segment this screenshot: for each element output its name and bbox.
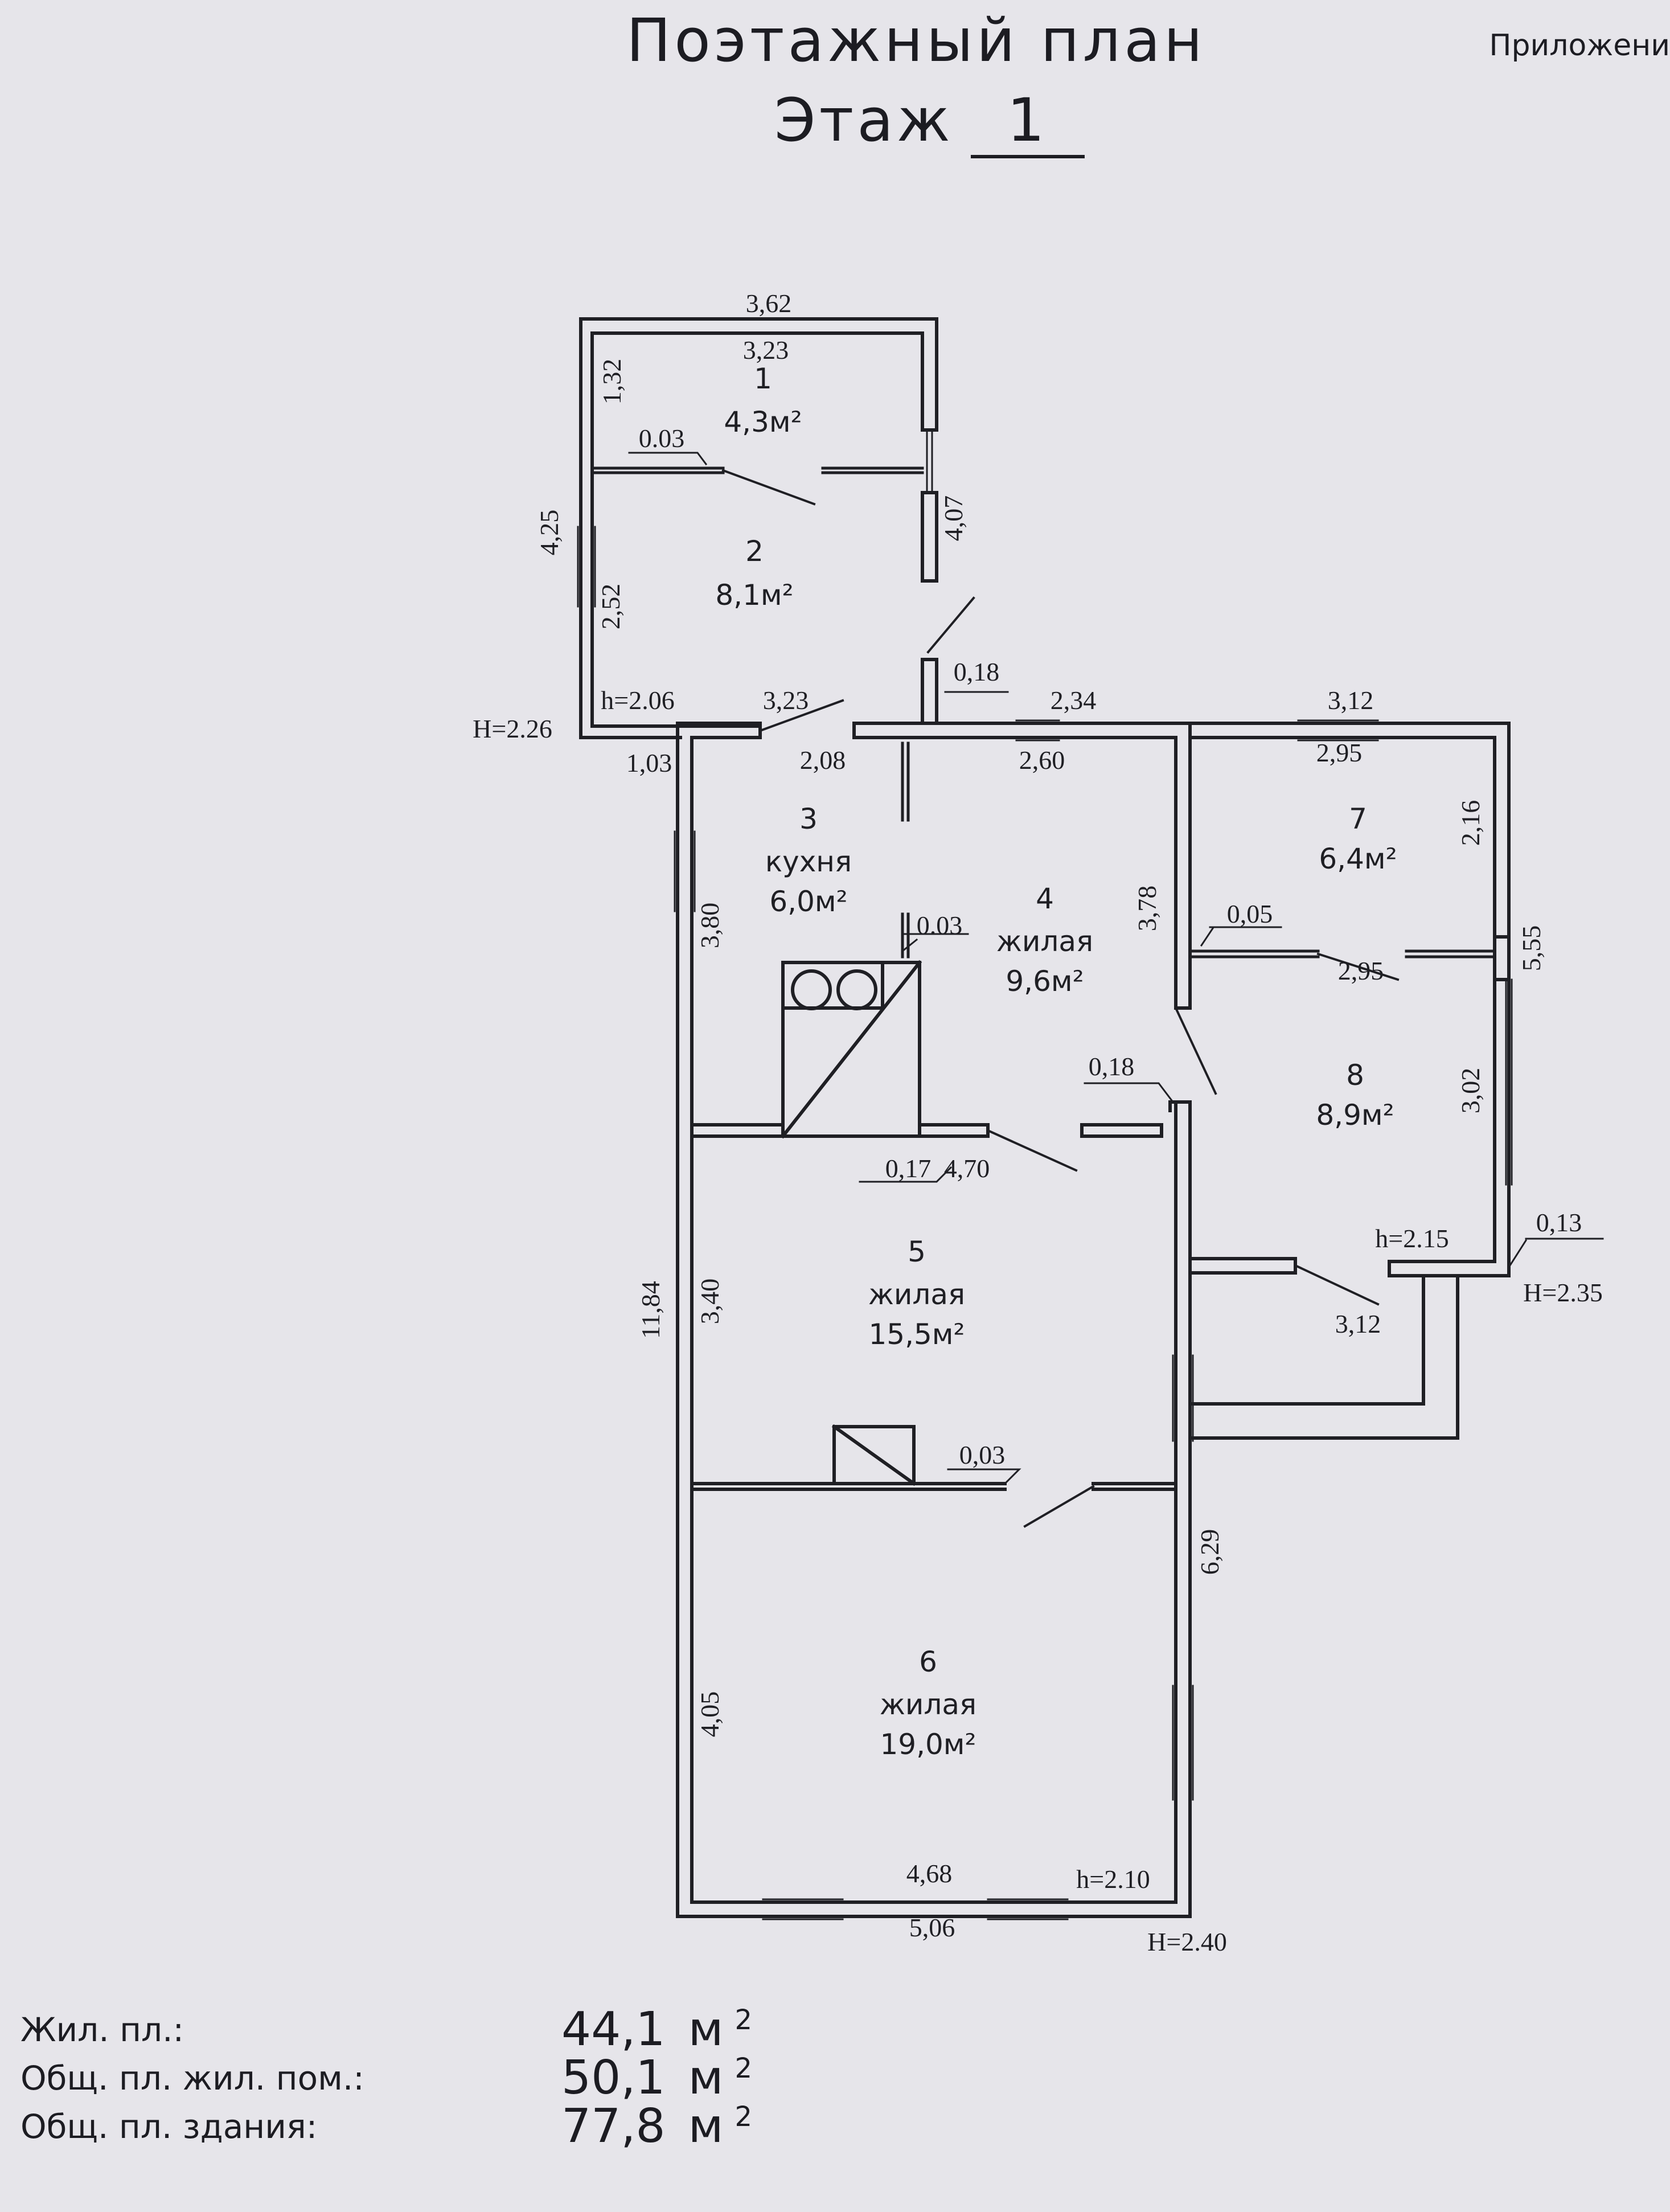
room-1-number: 1 bbox=[754, 362, 772, 395]
dim-label: 4,70 bbox=[944, 1154, 990, 1183]
dim-label: 2,16 bbox=[1456, 800, 1485, 846]
room-6-number: 6 bbox=[919, 1645, 937, 1678]
dim-label: 3,23 bbox=[763, 686, 809, 715]
floor-number: 1 bbox=[970, 85, 1085, 158]
dim-label: 0.03 bbox=[917, 911, 963, 940]
appendix-label: Приложени bbox=[1489, 28, 1670, 63]
room-labels: 1 4,3м² 2 8,1м² 3 кухня 6,0м² 4 жилая 9,… bbox=[715, 362, 1397, 1761]
dim-label: 5,06 bbox=[909, 1913, 955, 1942]
dim-label: 3,23 bbox=[743, 335, 789, 364]
dim-label: 6,29 bbox=[1195, 1529, 1224, 1575]
dim-label: H=2.40 bbox=[1147, 1927, 1227, 1956]
dim-label: 3,40 bbox=[695, 1279, 724, 1325]
dim-label: 4,25 bbox=[535, 510, 564, 556]
room-3-number: 3 bbox=[799, 802, 818, 835]
room-7-area: 6,4м² bbox=[1319, 842, 1397, 875]
dim-label: 0,17 bbox=[885, 1154, 932, 1183]
dimension-labels: 3,62 3,23 1,32 0.03 4,25 2,52 4,07 0,18 … bbox=[473, 289, 1603, 1956]
dim-label: 0,18 bbox=[954, 657, 1000, 686]
room-4-name: жилая bbox=[996, 925, 1093, 958]
dim-label: h=2.15 bbox=[1375, 1224, 1449, 1253]
dim-label: 3,12 bbox=[1335, 1309, 1381, 1338]
room-5-area: 15,5м² bbox=[868, 1318, 965, 1351]
summary-label: Общ. пл. здания: bbox=[20, 2107, 318, 2146]
room-2-area: 8,1м² bbox=[715, 579, 793, 612]
dim-label: 2,95 bbox=[1316, 738, 1363, 767]
dim-label: H=2.35 bbox=[1523, 1278, 1603, 1307]
dim-label: 1,32 bbox=[597, 359, 626, 405]
room-8-number: 8 bbox=[1346, 1059, 1364, 1092]
summary-label: Жил. пл.: bbox=[20, 2010, 184, 2049]
dim-label: 0,05 bbox=[1227, 899, 1273, 928]
dim-label: 5,55 bbox=[1517, 925, 1546, 972]
room-6-name: жилая bbox=[880, 1688, 976, 1721]
room-8-area: 8,9м² bbox=[1316, 1099, 1394, 1132]
room-4-number: 4 bbox=[1036, 882, 1054, 915]
dim-label: 2,95 bbox=[1338, 956, 1384, 985]
dim-label: 0,18 bbox=[1089, 1052, 1135, 1081]
dim-label: 11,84 bbox=[636, 1281, 665, 1339]
dim-label: 2,60 bbox=[1019, 745, 1065, 775]
room-7-number: 7 bbox=[1349, 802, 1367, 835]
dim-label: 4,07 bbox=[939, 495, 968, 542]
dim-label: 3,12 bbox=[1328, 686, 1374, 715]
room-1-area: 4,3м² bbox=[724, 405, 802, 439]
dim-label: 2,52 bbox=[596, 584, 625, 630]
room-2-number: 2 bbox=[745, 535, 764, 568]
room-5-number: 5 bbox=[908, 1235, 926, 1268]
floor-label: Этаж bbox=[774, 85, 954, 155]
dim-label: 4,05 bbox=[695, 1691, 724, 1738]
dim-label: 3,02 bbox=[1456, 1068, 1485, 1114]
dim-label: 1,03 bbox=[626, 748, 672, 777]
dim-label: 2,34 bbox=[1051, 686, 1097, 715]
summary-label: Общ. пл. жил. пом.: bbox=[20, 2059, 364, 2098]
dim-label: h=2.10 bbox=[1076, 1865, 1150, 1894]
room-6-area: 19,0м² bbox=[880, 1728, 976, 1761]
room-5-name: жилая bbox=[868, 1278, 965, 1311]
dim-label: 3,80 bbox=[695, 903, 724, 949]
dim-label: 2,08 bbox=[800, 745, 846, 775]
dim-label: H=2.26 bbox=[473, 714, 552, 743]
dim-label: 3,78 bbox=[1133, 886, 1162, 932]
dim-label: 3,62 bbox=[746, 289, 792, 318]
dim-label: 0,13 bbox=[1536, 1208, 1582, 1237]
dim-label: 0,03 bbox=[959, 1440, 1006, 1469]
page-title: Поэтажный план bbox=[626, 6, 1206, 75]
walls bbox=[577, 317, 1604, 1920]
dim-label: 4,68 bbox=[906, 1859, 953, 1888]
room-3-area: 6,0м² bbox=[769, 885, 847, 918]
dim-label: h=2.06 bbox=[601, 686, 674, 715]
room-3-name: кухня bbox=[765, 845, 852, 878]
room-4-area: 9,6м² bbox=[1006, 965, 1084, 998]
dim-label: 0.03 bbox=[639, 424, 685, 453]
